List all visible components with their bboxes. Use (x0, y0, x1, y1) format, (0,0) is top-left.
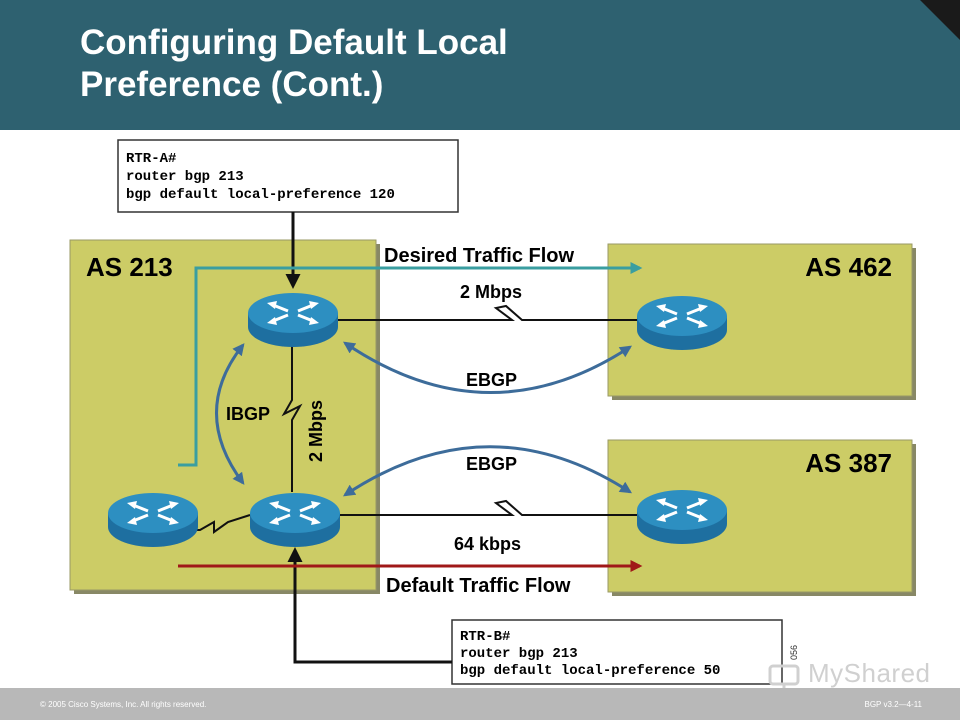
lower-bandwidth-label: 64 kbps (454, 534, 521, 554)
link-upper-serial (338, 304, 640, 321)
config-b-line-3: bgp default local-preference 50 (460, 663, 720, 679)
as-462-box (607, 243, 916, 400)
watermark-icon (768, 664, 800, 689)
router-as462 (635, 294, 729, 352)
link-internal-serial (281, 344, 303, 492)
config-b-arrow (287, 547, 452, 664)
as-213-label: AS 213 (86, 252, 173, 282)
router-rtr-a (246, 291, 340, 349)
as-387-label: AS 387 (805, 448, 892, 478)
config-a-line-2: router bgp 213 (126, 169, 244, 185)
config-box-rtr-a: RTR-A# router bgp 213 bgp default local-… (117, 139, 459, 213)
ebgp-lower-session-arrow (343, 445, 633, 497)
config-box-rtr-b: RTR-B# router bgp 213 bgp default local-… (451, 619, 783, 685)
watermark-text: MyShared (808, 658, 931, 688)
router-rtr-b (248, 491, 342, 549)
slide-footer: © 2005 Cisco Systems, Inc. All rights re… (0, 688, 960, 720)
slide-title: Configuring Default Local Preference (Co… (80, 22, 508, 106)
bgp-topology-diagram: AS 213 AS 462 AS 387 RTR-A# router bgp 2… (69, 139, 916, 685)
internal-bandwidth-label: 2 Mbps (306, 400, 326, 462)
slide-header: Configuring Default Local Preference (Co… (0, 0, 960, 130)
desired-traffic-flow-arrow (178, 262, 643, 467)
config-a-line-1: RTR-A# (126, 151, 176, 167)
title-line-1: Configuring Default Local (80, 23, 508, 62)
ebgp-upper-session-arrow (343, 341, 633, 394)
title-line-2: Preference (Cont.) (80, 65, 384, 104)
watermark: MyShared (768, 658, 931, 692)
link-lower-serial (338, 499, 640, 516)
corner-decoration (920, 0, 960, 40)
config-b-line-1: RTR-B# (460, 629, 510, 645)
ebgp-upper-label: EBGP (466, 370, 517, 390)
default-flow-label: Default Traffic Flow (386, 575, 571, 597)
as-462-label: AS 462 (805, 252, 892, 282)
footer-copyright: © 2005 Cisco Systems, Inc. All rights re… (40, 700, 207, 709)
config-a-line-3: bgp default local-preference 120 (126, 187, 395, 203)
desired-flow-label: Desired Traffic Flow (384, 245, 574, 267)
footer-course-id: BGP v3.2—4-11 (864, 700, 922, 709)
router-left (106, 491, 200, 549)
upper-bandwidth-label: 2 Mbps (460, 282, 522, 302)
ibgp-label: IBGP (226, 404, 270, 424)
ebgp-lower-label: EBGP (466, 454, 517, 474)
config-b-line-2: router bgp 213 (460, 646, 578, 662)
router-as387 (635, 488, 729, 546)
ibgp-session-arrow (215, 343, 245, 485)
as-213-box (69, 239, 380, 594)
figure-id-label: 056 (789, 645, 799, 660)
